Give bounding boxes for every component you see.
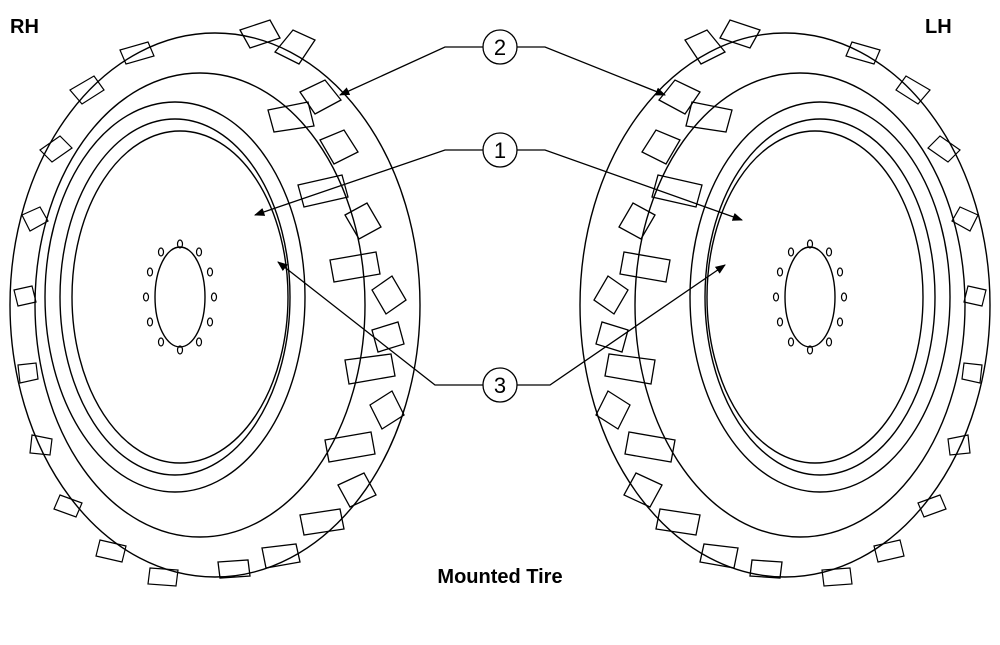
rh-hub: [154, 246, 206, 348]
callout-2: 2: [482, 29, 518, 65]
callout-1-number: 1: [494, 138, 506, 163]
rh-tire-sidewall: [34, 72, 366, 538]
lh-rim-outer: [689, 101, 951, 493]
rh-lug-holes: [142, 239, 218, 355]
rh-tire: [9, 19, 421, 587]
lh-label: LH: [925, 16, 952, 38]
callout-leaders: [254, 46, 743, 386]
callout-3-circle: [482, 367, 518, 403]
rh-label: RH: [10, 16, 39, 38]
rh-sidewall-blocks: [13, 41, 179, 587]
lh-rim-inner: [704, 118, 936, 476]
lh-tread: [593, 19, 783, 579]
rh-tread: [217, 19, 407, 579]
rh-tire-outer: [9, 32, 421, 578]
lh-tire-sidewall: [634, 72, 966, 538]
lh-rim-flange: [706, 130, 924, 464]
callout-1: 1: [482, 132, 518, 168]
callout-2-number: 2: [494, 35, 506, 60]
lh-tire-outer: [579, 32, 991, 578]
rh-rim-flange: [71, 130, 289, 464]
callout-3: 3: [482, 367, 518, 403]
lh-sidewall-blocks: [821, 41, 987, 587]
lh-lug-holes: [772, 239, 848, 355]
callout-3-number: 3: [494, 373, 506, 398]
lh-tire: [579, 19, 991, 587]
rh-rim-outer: [44, 101, 306, 493]
figure-caption: Mounted Tire: [437, 566, 563, 588]
lh-hub: [784, 246, 836, 348]
callout-1-circle: [482, 132, 518, 168]
rh-rim-inner: [59, 118, 291, 476]
callout-2-circle: [482, 29, 518, 65]
